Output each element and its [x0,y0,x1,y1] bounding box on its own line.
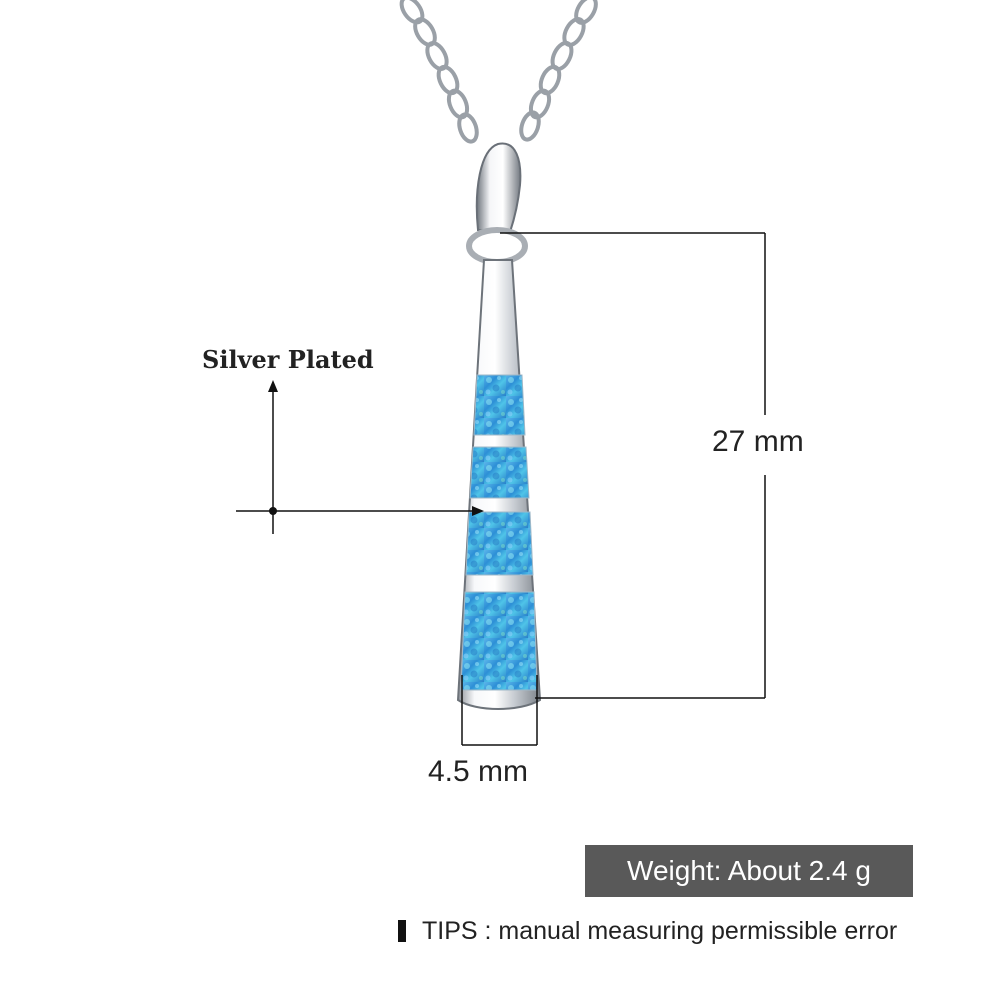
width-dimension-lines [461,675,538,746]
callout-arrow-up-icon [268,380,278,392]
tips-label: TIPS : manual measuring permissible erro… [422,916,898,945]
callout-arrow-right-icon [472,506,484,516]
opal-inlays [460,374,538,691]
opal-segment-3 [465,511,534,576]
square-bullet-icon [398,920,406,942]
tips-note: TIPS : manual measuring permissible erro… [398,913,897,949]
height-dimension-lines [500,232,766,699]
opal-segment-1 [473,374,526,436]
pendant-bail [475,142,522,234]
chain [399,0,598,144]
width-dimension-label: 4.5 mm [428,755,529,788]
opal-segment-2 [469,446,530,499]
material-label: Silver Plated [202,345,374,374]
pendant-jump-ring [466,227,528,265]
height-dimension-label: 27 mm [712,425,804,458]
weight-label: Weight: About 2.4 g [627,855,871,886]
callout-dot-icon [269,507,277,515]
weight-badge: Weight: About 2.4 g [585,845,913,897]
opal-segment-4 [460,591,538,691]
